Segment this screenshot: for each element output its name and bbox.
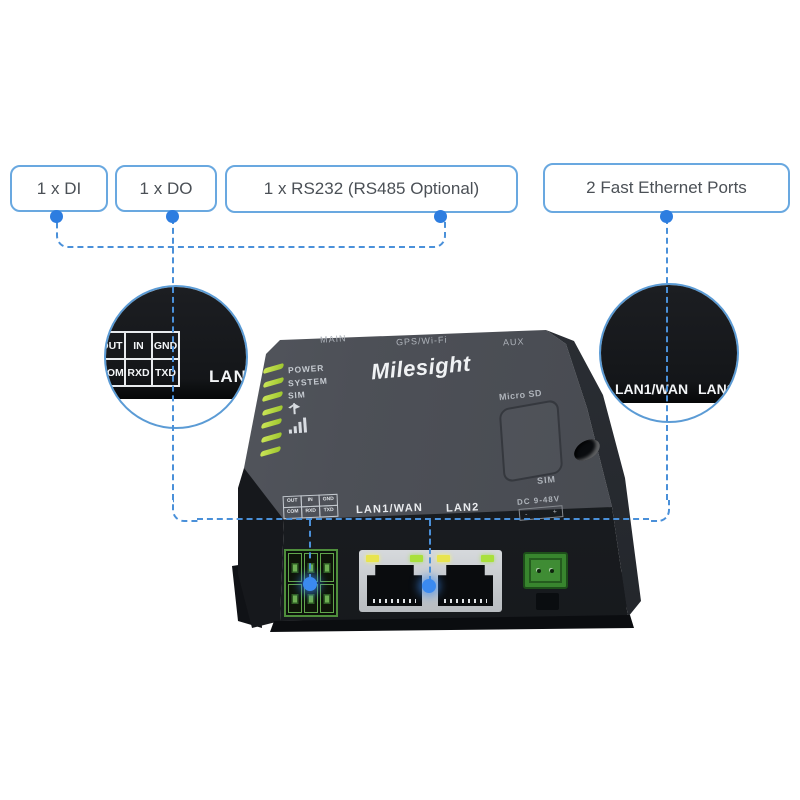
antenna-signal-icon bbox=[288, 403, 308, 434]
callout-do: 1 x DO bbox=[115, 165, 217, 212]
lan2-activity-led bbox=[437, 555, 450, 562]
terminal-pinout-grid: OUT IN GND COM RXD TXD bbox=[282, 493, 339, 520]
inset-pin-label: TXD bbox=[151, 358, 180, 387]
dc-power-connector bbox=[523, 552, 568, 589]
inset-lan1-label: LAN1/WAN bbox=[615, 381, 689, 397]
front-label-lan1: LAN1/WAN bbox=[355, 501, 424, 517]
inset-pin-label: IN bbox=[124, 331, 153, 360]
anchor-dot-ethernet bbox=[660, 210, 673, 223]
inset-pinout-grid: OUT IN GND COM RXD TXD bbox=[106, 331, 180, 387]
inset-lan2-label: LAN2 bbox=[698, 381, 735, 397]
inset-terminal-photo: OUT IN GND COM RXD TXD LAN bbox=[106, 287, 246, 399]
pinout-cell: TXD bbox=[318, 504, 339, 518]
rj45-port-lan1 bbox=[364, 553, 425, 609]
inset-pin-label: RXD bbox=[124, 358, 153, 387]
terminal-pin bbox=[288, 553, 302, 582]
inset-ethernet-photo: LAN1/WAN LAN2 bbox=[601, 285, 737, 403]
antenna-label-main: MAIN bbox=[319, 333, 347, 345]
callout-do-label: 1 x DO bbox=[139, 178, 193, 198]
callout-di-label: 1 x DI bbox=[36, 178, 82, 198]
anchor-dot-rs232 bbox=[434, 210, 447, 223]
terminal-pin bbox=[320, 553, 334, 582]
callout-rs232: 1 x RS232 (RS485 Optional) bbox=[225, 165, 518, 213]
power-jack bbox=[536, 593, 559, 610]
rj45-opening bbox=[367, 565, 422, 606]
callout-ethernet-label: 2 Fast Ethernet Ports bbox=[586, 178, 747, 197]
rj45-opening bbox=[438, 565, 493, 606]
inset-lan-partial-text: LAN bbox=[209, 367, 247, 386]
pinout-cell: COM bbox=[283, 506, 303, 520]
rj45-port-lan2 bbox=[435, 553, 496, 609]
connector-left-corner bbox=[172, 500, 200, 522]
sim-slot-label: SIM bbox=[536, 474, 557, 486]
lan1-link-led bbox=[410, 555, 423, 562]
status-label-sim: SIM bbox=[287, 389, 306, 401]
callout-ethernet: 2 Fast Ethernet Ports bbox=[543, 163, 790, 213]
terminal-pin bbox=[288, 584, 302, 613]
power-pin bbox=[537, 569, 542, 574]
front-label-lan2: LAN2 bbox=[445, 501, 480, 515]
power-pin bbox=[549, 569, 554, 574]
callout-di: 1 x DI bbox=[10, 165, 108, 212]
anchor-dot-do bbox=[166, 210, 179, 223]
micro-sd-slot bbox=[498, 398, 564, 484]
dc-minus: - bbox=[524, 510, 528, 518]
pinout-cell: RXD bbox=[301, 505, 321, 519]
inset-terminal-detail: OUT IN GND COM RXD TXD LAN bbox=[104, 285, 248, 429]
dc-power-connector-inner bbox=[529, 558, 562, 583]
inset-pin-label: COM bbox=[106, 358, 126, 387]
lan1-activity-led bbox=[366, 555, 379, 562]
callout-rs232-label: 1 x RS232 (RS485 Optional) bbox=[263, 179, 480, 198]
inset-ethernet-detail: LAN1/WAN LAN2 bbox=[599, 283, 739, 423]
inset-pin-label: GND bbox=[151, 331, 180, 360]
connector-top-bracket bbox=[56, 218, 446, 248]
antenna-label-aux: AUX bbox=[502, 336, 525, 348]
anchor-dot-di bbox=[50, 210, 63, 223]
inset-pin-label: OUT bbox=[106, 331, 126, 360]
lan2-link-led bbox=[481, 555, 494, 562]
glow-dot-terminal bbox=[303, 577, 317, 591]
dc-plus: + bbox=[552, 508, 558, 516]
terminal-pin bbox=[320, 584, 334, 613]
connector-right-corner bbox=[649, 500, 670, 522]
glow-dot-lan bbox=[422, 579, 436, 593]
